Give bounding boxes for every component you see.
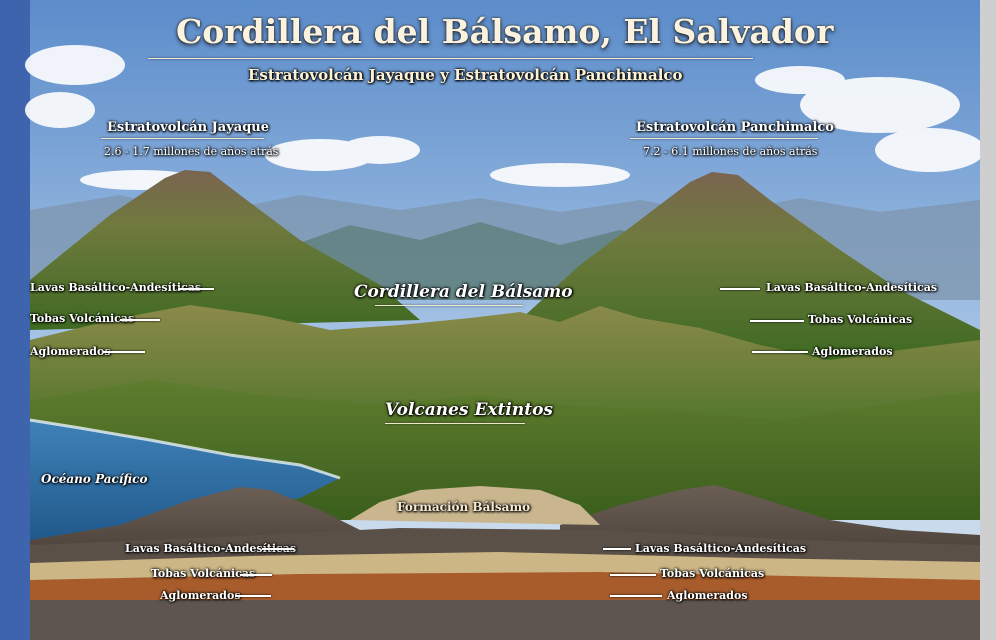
upper-right-tobas-label: Tobas Volcánicas bbox=[808, 313, 913, 326]
lower-right-lavas-leader bbox=[603, 548, 631, 550]
lower-right-lavas-label: Lavas Basáltico-Andesíticas bbox=[635, 542, 807, 555]
coast-surf bbox=[29, 418, 341, 480]
upper-left-lavas-leader bbox=[178, 288, 214, 290]
ocean-label: Océano Pacífico bbox=[41, 472, 148, 486]
lower-left-aglomerados-label: Aglomerados bbox=[160, 589, 241, 602]
lower-right-tobas-leader bbox=[610, 574, 656, 576]
lower-left-tobas-leader bbox=[240, 574, 272, 576]
jayaque-volcano bbox=[30, 170, 420, 330]
frame-edge-right bbox=[980, 0, 996, 640]
upper-right-lavas-label: Lavas Basáltico-Andesíticas bbox=[766, 281, 938, 294]
cordillera-label: Cordillera del Bálsamo bbox=[354, 282, 573, 302]
title-rule bbox=[148, 58, 753, 59]
upper-left-tobas-label: Tobas Volcánicas bbox=[30, 312, 135, 325]
upper-left-tobas-leader bbox=[120, 319, 160, 321]
upper-left-lavas-label: Lavas Basáltico-Andesíticas bbox=[30, 281, 202, 294]
balsamo-formation-mound bbox=[350, 486, 600, 525]
clouds bbox=[25, 45, 985, 190]
lower-left-tobas-label: Tobas Volcánicas bbox=[151, 567, 256, 580]
lower-right-tobas-label: Tobas Volcánicas bbox=[660, 567, 765, 580]
stratum-base bbox=[30, 600, 980, 640]
upper-left-aglomerados-leader bbox=[103, 351, 145, 353]
diagram-subtitle: Estratovolcán Jayaque y Estratovolcán Pa… bbox=[248, 66, 683, 84]
jayaque-rule bbox=[101, 138, 264, 139]
lower-left-lavas-label: Lavas Basáltico-Andesíticas bbox=[125, 542, 297, 555]
lower-left-lavas-leader bbox=[262, 548, 294, 550]
panchimalco-age: 7.2 - 6.1 millones de años atrás bbox=[643, 145, 818, 158]
jayaque-age: 2.6 - 1.7 millones de años atrás bbox=[104, 145, 279, 158]
lower-right-aglomerados-label: Aglomerados bbox=[667, 589, 748, 602]
panchimalco-name: Estratovolcán Panchimalco bbox=[636, 120, 834, 135]
lower-left-aglomerados-leader bbox=[235, 595, 271, 597]
panchimalco-volcano bbox=[520, 172, 980, 360]
pacific-ocean bbox=[30, 420, 340, 548]
upper-right-lavas-leader bbox=[720, 288, 760, 290]
cordillera-rule bbox=[375, 305, 523, 306]
lower-right-aglomerados-leader bbox=[610, 595, 662, 597]
jayaque-name: Estratovolcán Jayaque bbox=[107, 120, 270, 135]
extinct-volcanoes-label: Volcanes Extintos bbox=[385, 400, 553, 420]
formation-label: Formación Bálsamo bbox=[397, 500, 531, 514]
upper-right-aglomerados-label: Aglomerados bbox=[812, 345, 893, 358]
upper-right-tobas-leader bbox=[750, 320, 804, 322]
upper-right-aglomerados-leader bbox=[752, 351, 808, 353]
upper-left-aglomerados-label: Aglomerados bbox=[30, 345, 111, 358]
panchimalco-rule bbox=[630, 138, 818, 139]
extinct-volcanoes-rule bbox=[385, 423, 525, 424]
diagram-title: Cordillera del Bálsamo, El Salvador bbox=[176, 12, 834, 51]
